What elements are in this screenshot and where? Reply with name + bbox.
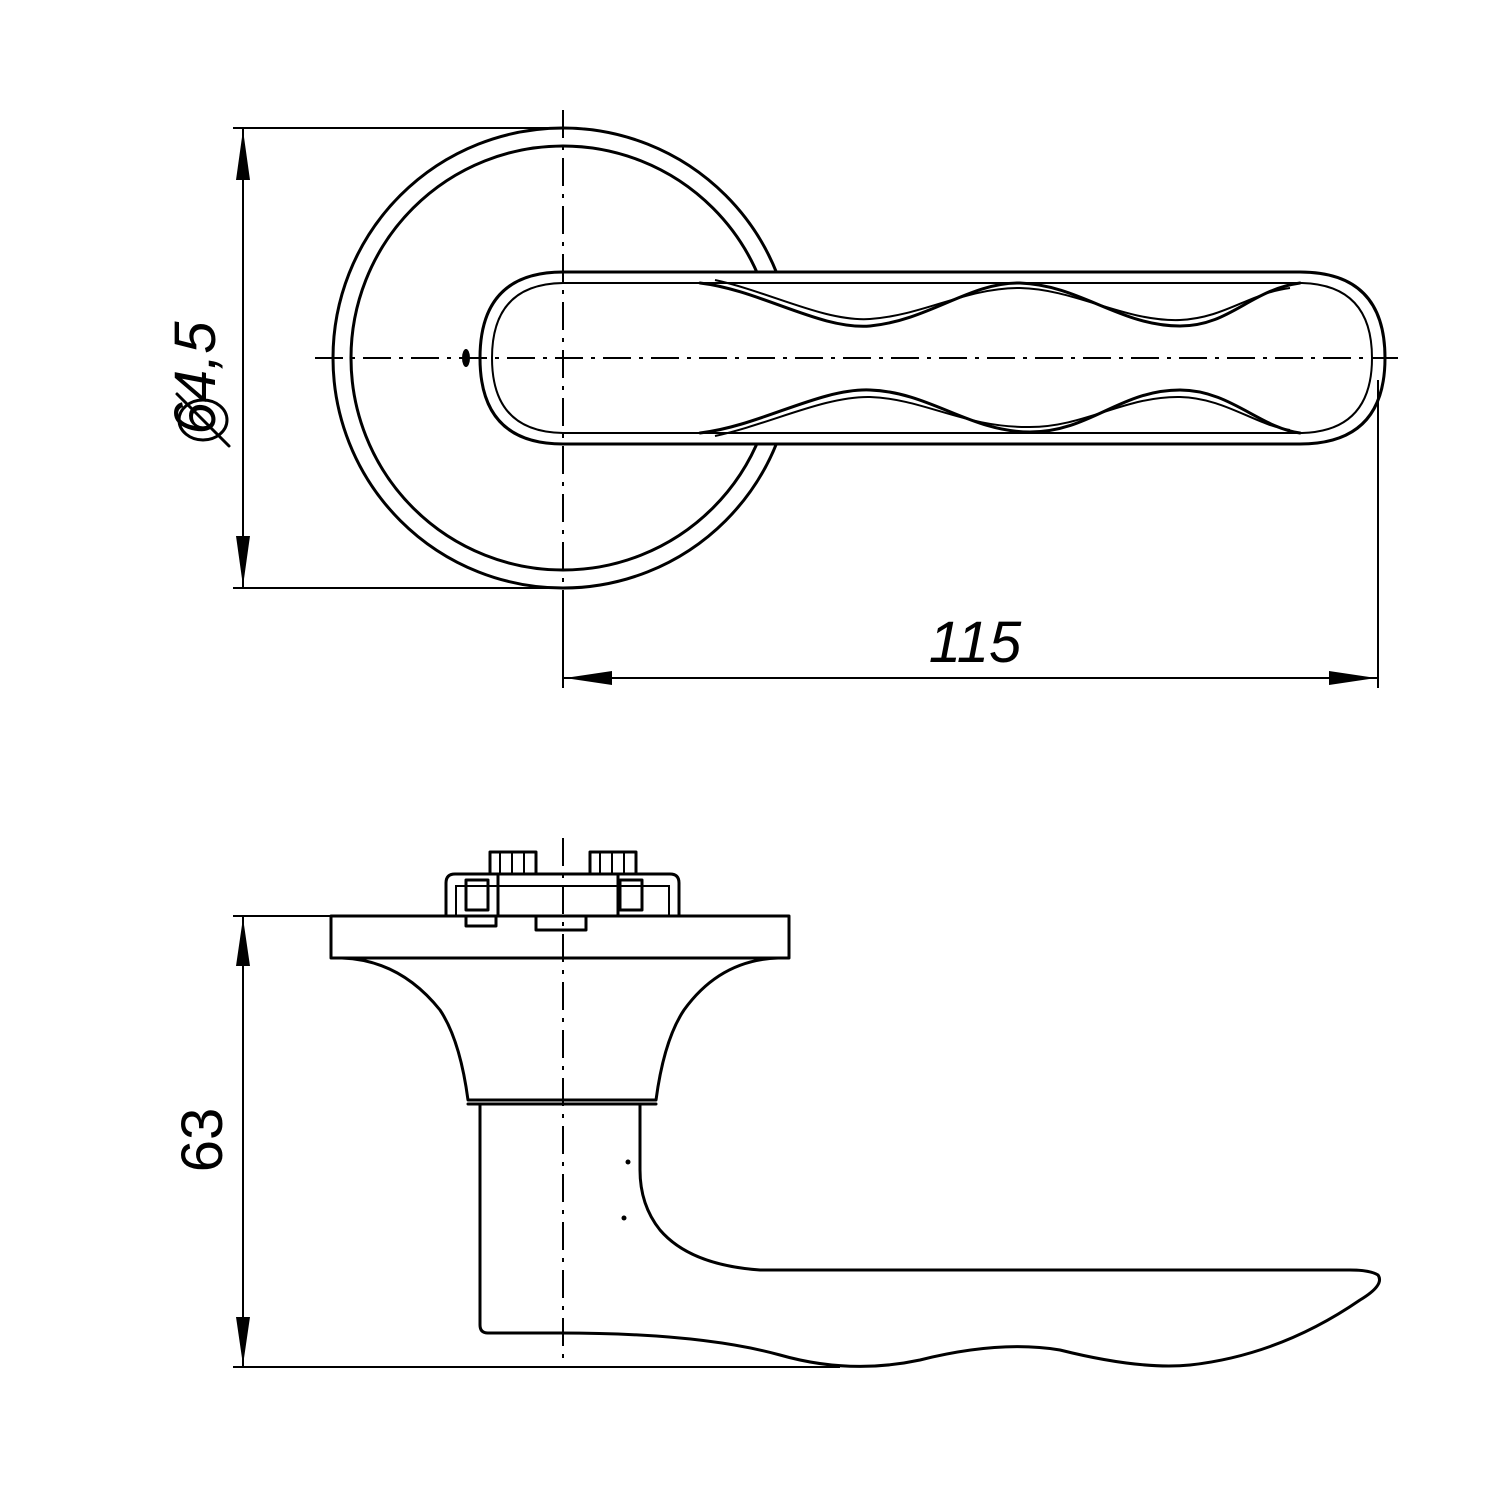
length-dimension: 115 bbox=[562, 380, 1379, 688]
grip-wave-top bbox=[698, 281, 1302, 328]
height-label: 63 bbox=[170, 1108, 235, 1173]
lever-side-outline bbox=[478, 1102, 1381, 1368]
bracket-block-right bbox=[618, 878, 644, 912]
diameter-dimension: 64,5 bbox=[163, 127, 563, 589]
grip-wave-bottom-inner bbox=[714, 395, 1291, 437]
tab-center bbox=[534, 914, 588, 932]
rosette-plate bbox=[329, 914, 791, 960]
grip-wave-bottom bbox=[698, 388, 1302, 435]
height-dimension: 63 bbox=[170, 915, 840, 1368]
length-label: 115 bbox=[929, 610, 1022, 675]
bracket-block-left bbox=[464, 878, 490, 912]
diameter-label: 64,5 bbox=[163, 321, 228, 435]
center-hub bbox=[496, 872, 620, 918]
lever-outline bbox=[478, 270, 1387, 446]
neck-flare bbox=[340, 956, 780, 1102]
top-view bbox=[315, 110, 1398, 600]
lever-inner-outline bbox=[490, 282, 1374, 434]
diameter-symbol bbox=[175, 392, 231, 448]
detail-dot-2 bbox=[621, 1215, 627, 1221]
detail-dot-1 bbox=[625, 1159, 631, 1165]
grip-wave-top-inner bbox=[714, 279, 1291, 322]
side-view bbox=[329, 838, 1381, 1368]
